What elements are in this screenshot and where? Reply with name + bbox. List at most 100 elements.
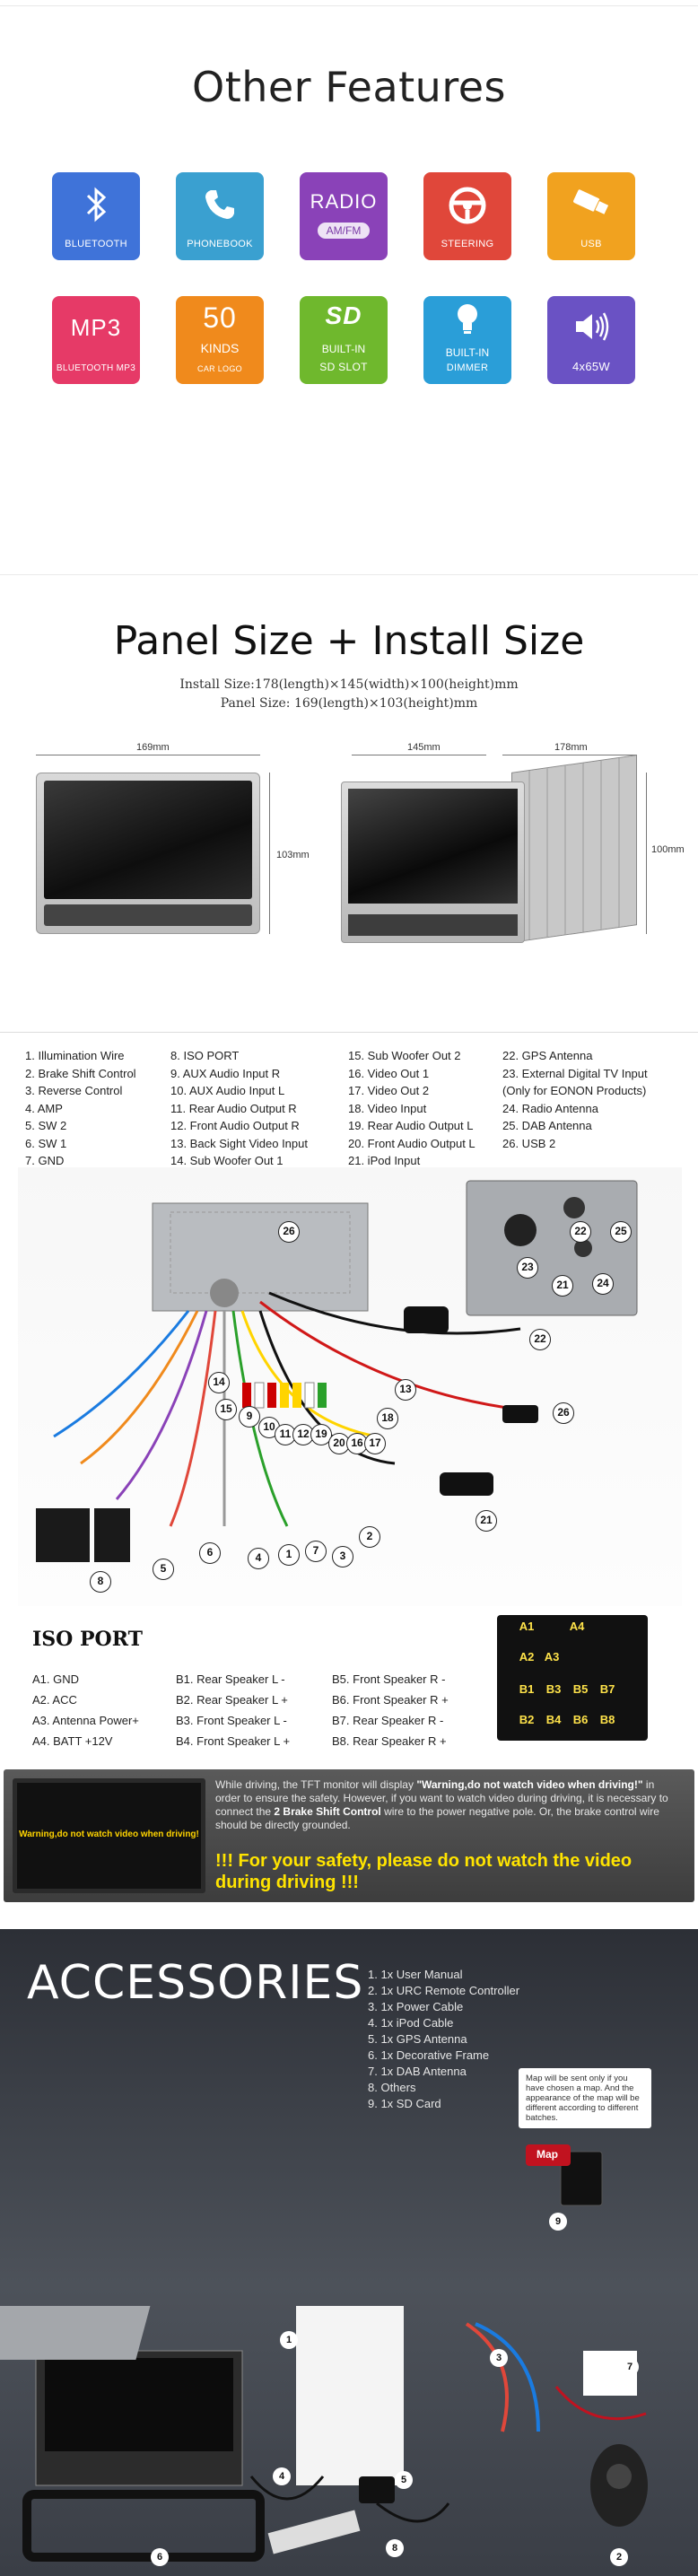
front-height-line xyxy=(269,773,270,934)
features-title: Other Features xyxy=(191,63,507,111)
wire-callout: 12 xyxy=(292,1424,314,1445)
feature-usb: USB xyxy=(547,172,635,260)
accessories-title: ACCESSORIES xyxy=(27,1956,364,2010)
accessory-callout: 8 xyxy=(386,2539,404,2557)
wire-callout: 2 xyxy=(359,1526,380,1548)
bluetooth-icon xyxy=(52,185,140,234)
wiring-diagram-drawing xyxy=(36,1180,638,1562)
wire-callout: 6 xyxy=(199,1542,221,1564)
side-depth-label: 145mm xyxy=(407,742,441,753)
wire-callout: 13 xyxy=(395,1379,416,1401)
feature-bluetooth: BLUETOOTH xyxy=(52,172,140,260)
car-logo-icon: 50 xyxy=(203,301,237,334)
feature-car-logo: 50 KINDS CAR LOGO xyxy=(176,296,264,384)
wire-callout: 9 xyxy=(239,1406,260,1428)
panel-size-section: Panel Size + Install Size Install Size:1… xyxy=(0,574,698,1032)
accessories-section: ACCESSORIES 1. 1x User Manual 2. 1x URC … xyxy=(0,1929,698,2576)
wire-callout: 17 xyxy=(364,1433,386,1454)
iso-pin: B1 xyxy=(519,1682,535,1696)
wire-callout: 18 xyxy=(377,1408,398,1429)
wire-callout: 22 xyxy=(570,1221,591,1243)
unit-chassis xyxy=(511,755,637,943)
accessories-photo xyxy=(0,2144,648,2562)
safety-warning: !!! For your safety, please do not watch… xyxy=(215,1851,633,1892)
feature-radio: RADIO AM/FM xyxy=(300,172,388,260)
wire-callout: 1 xyxy=(278,1544,300,1566)
wire-callout: 21 xyxy=(552,1275,573,1297)
unit-screen xyxy=(44,781,252,899)
panel-size-text: Panel Size: 169(length)×103(height)mm xyxy=(220,696,478,711)
speaker-icon xyxy=(547,309,635,354)
wire-callout: 4 xyxy=(248,1548,269,1569)
wire-callout: 22 xyxy=(529,1329,551,1350)
feature-steering: STEERING xyxy=(423,172,511,260)
iso-pin: A2 xyxy=(519,1650,535,1663)
wiring-legend-col2: 8. ISO PORT 9. AUX Audio Input R 10. AUX… xyxy=(170,1049,308,1167)
warning-screen-text: Warning,do not watch video when driving! xyxy=(19,1829,199,1839)
wiring-legend-col1: 1. Illumination Wire 2. Brake Shift Cont… xyxy=(25,1049,136,1167)
wire-callout: 5 xyxy=(153,1559,174,1580)
accessory-callout: 4 xyxy=(273,2467,291,2485)
wire-callout: 26 xyxy=(553,1402,574,1424)
wire-callout: 21 xyxy=(476,1510,497,1532)
map-note: Map will be sent only if you have chosen… xyxy=(519,2068,651,2128)
install-size-text: Install Size:178(length)×145(width)×100(… xyxy=(179,677,519,692)
head-unit-front-image xyxy=(36,773,260,934)
front-width-label: 169mm xyxy=(136,742,170,753)
iso-col-b: B1. Rear Speaker L - B2. Rear Speaker L … xyxy=(176,1672,291,1748)
iso-connector-diagram: A1 A4 A2 A3 B1 B3 B5 B7 B2 B4 B6 B8 xyxy=(497,1615,648,1741)
accessory-callout: 9 xyxy=(549,2213,567,2231)
feature-speaker: 4x65W xyxy=(547,296,635,384)
panel-title: Panel Size + Install Size xyxy=(113,618,585,664)
iso-pin: A1 xyxy=(519,1620,535,1633)
iso-title: ISO PORT xyxy=(32,1628,143,1651)
iso-pin: A3 xyxy=(544,1650,560,1663)
warning-description: While driving, the TFT monitor will disp… xyxy=(215,1778,668,1831)
iso-pin: B6 xyxy=(572,1713,589,1726)
wire-callout: 8 xyxy=(90,1571,111,1593)
iso-pin: B8 xyxy=(599,1713,615,1726)
feature-dimmer: BUILT-IN DIMMER xyxy=(423,296,511,384)
divider xyxy=(0,5,698,6)
wire-callout: 25 xyxy=(610,1221,632,1243)
accessory-callout: 5 xyxy=(395,2471,413,2489)
accessories-list: 1. 1x User Manual 2. 1x URC Remote Contr… xyxy=(368,1968,520,2110)
unit-button-strip xyxy=(44,904,252,926)
accessory-callout: 1 xyxy=(280,2331,298,2349)
accessory-callout: 3 xyxy=(490,2349,508,2367)
accessory-callout: 7 xyxy=(621,2358,639,2376)
wire-callout: 14 xyxy=(208,1372,230,1393)
wire-callout: 15 xyxy=(215,1399,237,1420)
feature-mp3: MP3 BLUETOOTH MP3 xyxy=(52,296,140,384)
iso-pin: B5 xyxy=(572,1682,589,1696)
usb-icon xyxy=(547,185,635,231)
warning-banner: Warning,do not watch video when driving!… xyxy=(4,1769,694,1902)
unit-face xyxy=(341,782,525,943)
wire-callout: 26 xyxy=(278,1221,300,1243)
radio-band-pill: AM/FM xyxy=(317,223,371,239)
head-unit-side-image xyxy=(341,755,637,952)
wire-callout: 3 xyxy=(332,1546,353,1567)
iso-port-section: ISO PORT A1. GND A2. ACC A3. Antenna Pow… xyxy=(0,1606,698,1766)
side-width-label: 178mm xyxy=(554,742,588,753)
iso-pin: B3 xyxy=(545,1682,562,1696)
accessory-callout: 2 xyxy=(610,2548,628,2566)
accessory-callout: 6 xyxy=(151,2548,169,2566)
iso-pin: B4 xyxy=(545,1713,562,1726)
other-features-section: Other Features BLUETOOTH PHONEBOOK RADIO… xyxy=(0,0,698,574)
warning-screen-image: Warning,do not watch video when driving! xyxy=(13,1778,205,1893)
steering-wheel-icon xyxy=(423,185,511,236)
side-height-line xyxy=(646,773,647,934)
iso-col-a: A1. GND A2. ACC A3. Antenna Power+ A4. B… xyxy=(32,1672,139,1748)
mp3-icon: MP3 xyxy=(70,314,122,341)
front-height-label: 103mm xyxy=(276,850,310,860)
iso-pin: B7 xyxy=(599,1682,615,1696)
iso-pin: B2 xyxy=(519,1713,535,1726)
bulb-icon xyxy=(423,301,511,347)
wire-callout: 7 xyxy=(305,1541,327,1562)
wire-callout: 11 xyxy=(275,1424,296,1445)
wiring-legend-col4: 22. GPS Antenna 23. External Digital TV … xyxy=(502,1049,648,1150)
wire-callout: 23 xyxy=(517,1257,538,1279)
wire-callout: 24 xyxy=(592,1273,614,1295)
sd-card-icon: SD xyxy=(325,301,362,329)
